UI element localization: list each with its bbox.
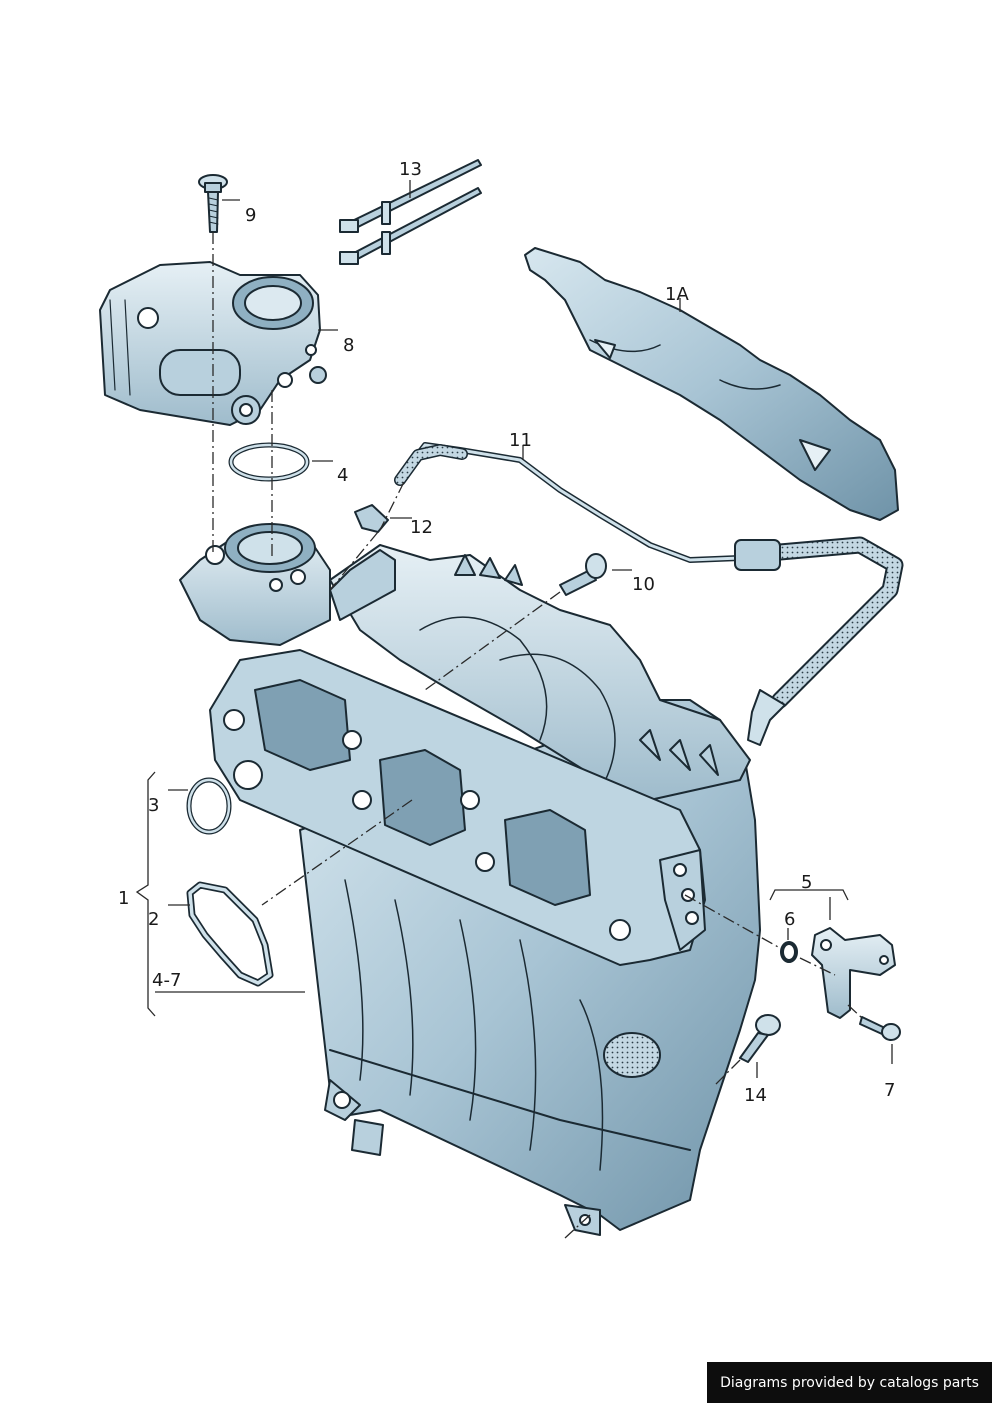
bolt-7-part xyxy=(859,1016,901,1041)
clip-12-part xyxy=(354,504,389,533)
callout-9: 9 xyxy=(245,205,257,226)
callout-3: 3 xyxy=(148,795,160,816)
callout-13: 13 xyxy=(399,159,422,180)
seal-6-part xyxy=(780,941,798,963)
callout-4: 4 xyxy=(337,465,349,486)
bolt-14-part xyxy=(739,1014,781,1063)
callout-4-7: 4-7 xyxy=(152,970,182,991)
callout-10: 10 xyxy=(632,574,655,595)
callout-14: 14 xyxy=(744,1085,767,1106)
throttle-body-part xyxy=(99,261,327,426)
callout-1a: 1A xyxy=(665,284,689,305)
hose-11-part xyxy=(394,442,904,746)
callout-6: 6 xyxy=(784,909,796,930)
cable-ties-13-part xyxy=(339,159,482,265)
callout-5: 5 xyxy=(801,872,813,893)
leader-lines xyxy=(135,180,893,1239)
callout-1: 1 xyxy=(118,888,130,909)
cover-1a-part xyxy=(524,247,899,521)
intake-manifold-part xyxy=(179,523,761,1236)
bolt-10-part xyxy=(559,553,607,596)
sensor-5-part xyxy=(811,927,896,1019)
callout-12: 12 xyxy=(410,517,433,538)
callout-11: 11 xyxy=(509,430,532,451)
gasket-2-part xyxy=(186,881,274,987)
callout-8: 8 xyxy=(343,335,355,356)
callout-2: 2 xyxy=(148,909,160,930)
callout-7: 7 xyxy=(884,1080,896,1101)
credit-banner: Diagrams provided by catalogs parts xyxy=(707,1362,992,1403)
screw-9-part xyxy=(198,174,228,233)
